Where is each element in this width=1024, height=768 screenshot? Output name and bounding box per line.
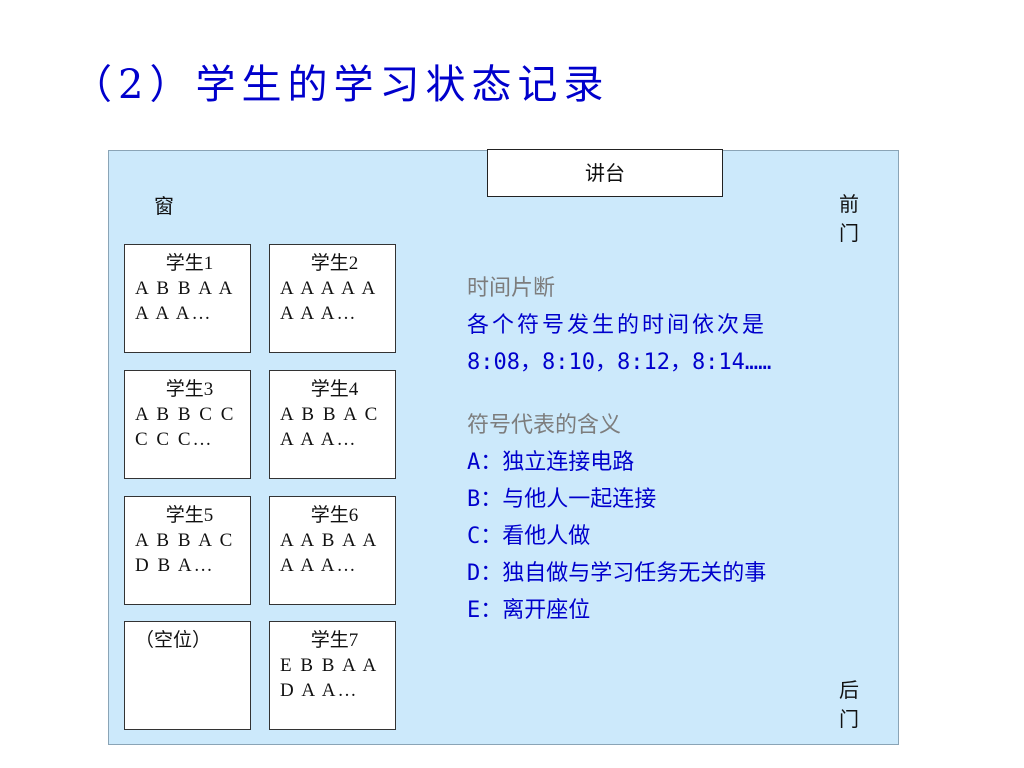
seat-student-1: 学生1 A B B A A A A A… — [124, 244, 251, 353]
symbol-d: D：独自做与学习任务无关的事 — [467, 561, 767, 586]
seat-name: （空位） — [135, 630, 212, 651]
seat-student-5: 学生5 A B B A C D B A… — [124, 496, 251, 605]
seat-record-line1: A A B A A — [280, 530, 379, 551]
seat-student-6: 学生6 A A B A A A A A… — [269, 496, 396, 605]
symbol-a: A：独立连接电路 — [467, 450, 635, 475]
seat-record-line1: E B B A A — [280, 655, 379, 676]
seat-record-line2: A A A… — [280, 429, 358, 450]
podium: 讲台 — [487, 149, 723, 197]
seat-record-line2: D A A… — [280, 680, 359, 701]
seat-record-line2: D B A… — [135, 555, 215, 576]
seat-student-3: 学生3 A B B C C C C C… — [124, 370, 251, 479]
seat-name: 学生4 — [310, 379, 359, 400]
seat-record-line1: A B B A C — [280, 404, 380, 425]
seat-name: 学生7 — [310, 630, 359, 651]
symbol-c: C：看他人做 — [467, 524, 591, 549]
time-values: 8:08，8:10，8:12，8:14…… — [467, 350, 772, 375]
seat-record-line2: A A A… — [280, 303, 358, 324]
seat-student-4: 学生4 A B B A C A A A… — [269, 370, 396, 479]
seat-record-line1: A B B A A — [135, 278, 235, 299]
seat-student-7: 学生7 E B B A A D A A… — [269, 621, 396, 730]
front-door-label: 前 门 — [838, 190, 860, 248]
time-description: 各个符号发生的时间依次是 — [467, 313, 768, 338]
seat-empty: （空位） — [124, 621, 251, 730]
seat-record-line1: A B B C C — [135, 404, 236, 425]
back-door-char-2: 门 — [839, 707, 859, 731]
seat-student-2: 学生2 A A A A A A A A… — [269, 244, 396, 353]
front-door-char-1: 前 — [839, 192, 859, 216]
back-door-label: 后 门 — [838, 676, 860, 734]
back-door-char-1: 后 — [839, 678, 859, 702]
seat-record-line1: A A A A A — [280, 278, 378, 299]
seat-name: 学生5 — [165, 505, 214, 526]
seat-record-line2: C C C… — [135, 429, 214, 450]
symbol-b: B：与他人一起连接 — [467, 487, 657, 512]
seat-name: 学生2 — [310, 253, 359, 274]
symbol-heading: 符号代表的含义 — [467, 413, 622, 438]
time-heading: 时间片断 — [467, 276, 556, 301]
seat-name: 学生1 — [165, 253, 214, 274]
seat-name: 学生6 — [310, 505, 359, 526]
seat-name: 学生3 — [165, 379, 214, 400]
legend-panel: 时间片断 各个符号发生的时间依次是 8:08，8:10，8:12，8:14…… … — [467, 270, 887, 629]
seat-record-line2: A A A… — [280, 555, 358, 576]
slide-title: （2）学生的学习状态记录 — [72, 62, 610, 108]
seat-record-line1: A B B A C — [135, 530, 235, 551]
front-door-char-2: 门 — [839, 221, 859, 245]
seat-record-line2: A A A… — [135, 303, 213, 324]
window-label: 窗 — [154, 194, 174, 218]
symbol-e: E：离开座位 — [467, 598, 591, 623]
